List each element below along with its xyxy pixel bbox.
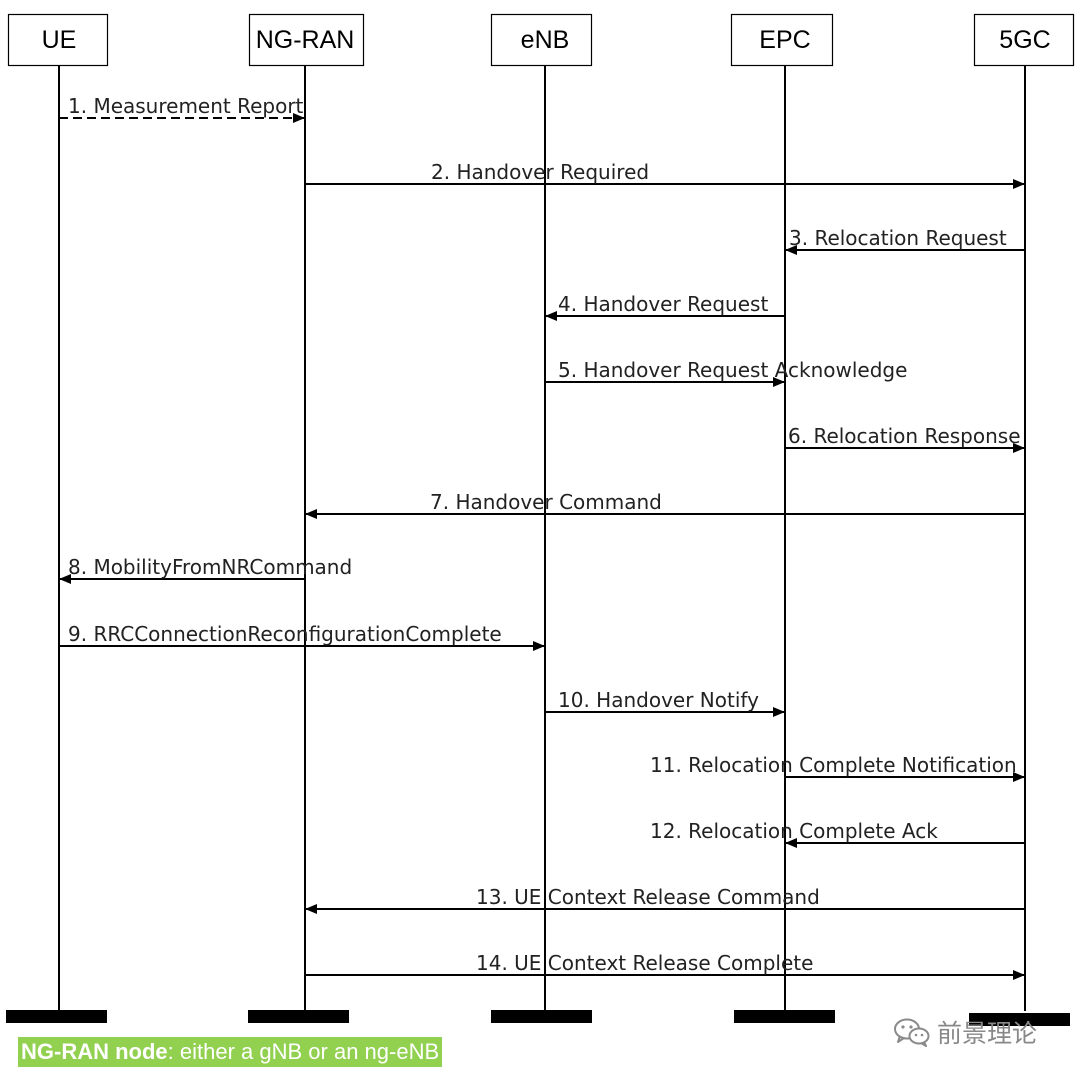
participant-enb: eNB bbox=[490, 13, 593, 1023]
message-label: 1. Measurement Report bbox=[68, 94, 304, 118]
message-9: 9. RRCConnectionReconfigurationComplete bbox=[59, 622, 545, 651]
message-label: 10. Handover Notify bbox=[558, 688, 759, 712]
message-label: 9. RRCConnectionReconfigurationComplete bbox=[68, 622, 502, 646]
lifeline-end-bar bbox=[6, 1010, 107, 1023]
participant-ngran: NG-RAN bbox=[248, 13, 365, 1023]
note-term: NG-RAN node bbox=[21, 1039, 168, 1064]
participant-label: 5GC bbox=[999, 26, 1050, 54]
message-12: 12. Relocation Complete Ack bbox=[650, 819, 1025, 848]
message-1: 1. Measurement Report bbox=[59, 94, 305, 123]
participant-label: UE bbox=[42, 26, 77, 54]
participant-epc: EPC bbox=[730, 13, 835, 1023]
message-label: 11. Relocation Complete Notification bbox=[650, 753, 1017, 777]
message-2: 2. Handover Required bbox=[305, 160, 1025, 189]
message-label: 2. Handover Required bbox=[431, 160, 649, 184]
message-14: 14. UE Context Release Complete bbox=[305, 951, 1025, 980]
messages: 1. Measurement Report 2. Handover Require… bbox=[59, 94, 1025, 980]
message-label: 12. Relocation Complete Ack bbox=[650, 819, 938, 843]
message-11: 11. Relocation Complete Notification bbox=[650, 753, 1025, 782]
lifeline-end-bar bbox=[734, 1010, 835, 1023]
message-6: 6. Relocation Response bbox=[785, 424, 1025, 453]
lifeline-end-bar bbox=[248, 1010, 349, 1023]
participant-box bbox=[490, 13, 593, 67]
participant-box bbox=[730, 13, 834, 67]
message-4: 4. Handover Request bbox=[545, 292, 785, 321]
watermark-text: 前景理论 bbox=[937, 1019, 1038, 1048]
watermark: 前景理论 bbox=[893, 1012, 1037, 1052]
message-label: 4. Handover Request bbox=[558, 292, 768, 316]
message-label: 5. Handover Request Acknowledge bbox=[558, 358, 907, 382]
lifeline-end-bar bbox=[969, 1013, 1070, 1026]
message-label: 13. UE Context Release Command bbox=[476, 885, 820, 909]
participant-ue: UE bbox=[6, 13, 109, 1023]
participant-label: NG-RAN bbox=[256, 26, 355, 54]
wechat-icon bbox=[894, 1018, 930, 1047]
participant-box bbox=[7, 13, 109, 67]
message-label: 8. MobilityFromNRCommand bbox=[68, 555, 352, 579]
message-label: 7. Handover Command bbox=[430, 490, 662, 514]
message-10: 10. Handover Notify bbox=[545, 688, 785, 717]
message-5: 5. Handover Request Acknowledge bbox=[545, 358, 907, 387]
participant-label: EPC bbox=[759, 26, 810, 54]
ng-ran-node-note: NG-RAN node: either a gNB or an ng-eNB bbox=[18, 1037, 443, 1067]
message-7: 7. Handover Command bbox=[305, 490, 1025, 519]
participant-label: eNB bbox=[521, 26, 570, 54]
message-8: 8. MobilityFromNRCommand bbox=[59, 555, 352, 584]
participant-fivegc: 5GC bbox=[969, 13, 1075, 1026]
message-3: 3. Relocation Request bbox=[785, 226, 1025, 255]
participant-box bbox=[248, 13, 365, 67]
lifelines: UE NG-RAN eNB EPC 5GC bbox=[6, 13, 1075, 1026]
message-label: 14. UE Context Release Complete bbox=[476, 951, 813, 975]
participant-box bbox=[973, 13, 1075, 67]
note-definition: : either a gNB or an ng-eNB bbox=[167, 1039, 440, 1064]
message-label: 6. Relocation Response bbox=[788, 424, 1021, 448]
message-13: 13. UE Context Release Command bbox=[305, 885, 1025, 914]
lifeline-end-bar bbox=[491, 1010, 592, 1023]
message-label: 3. Relocation Request bbox=[789, 226, 1007, 250]
